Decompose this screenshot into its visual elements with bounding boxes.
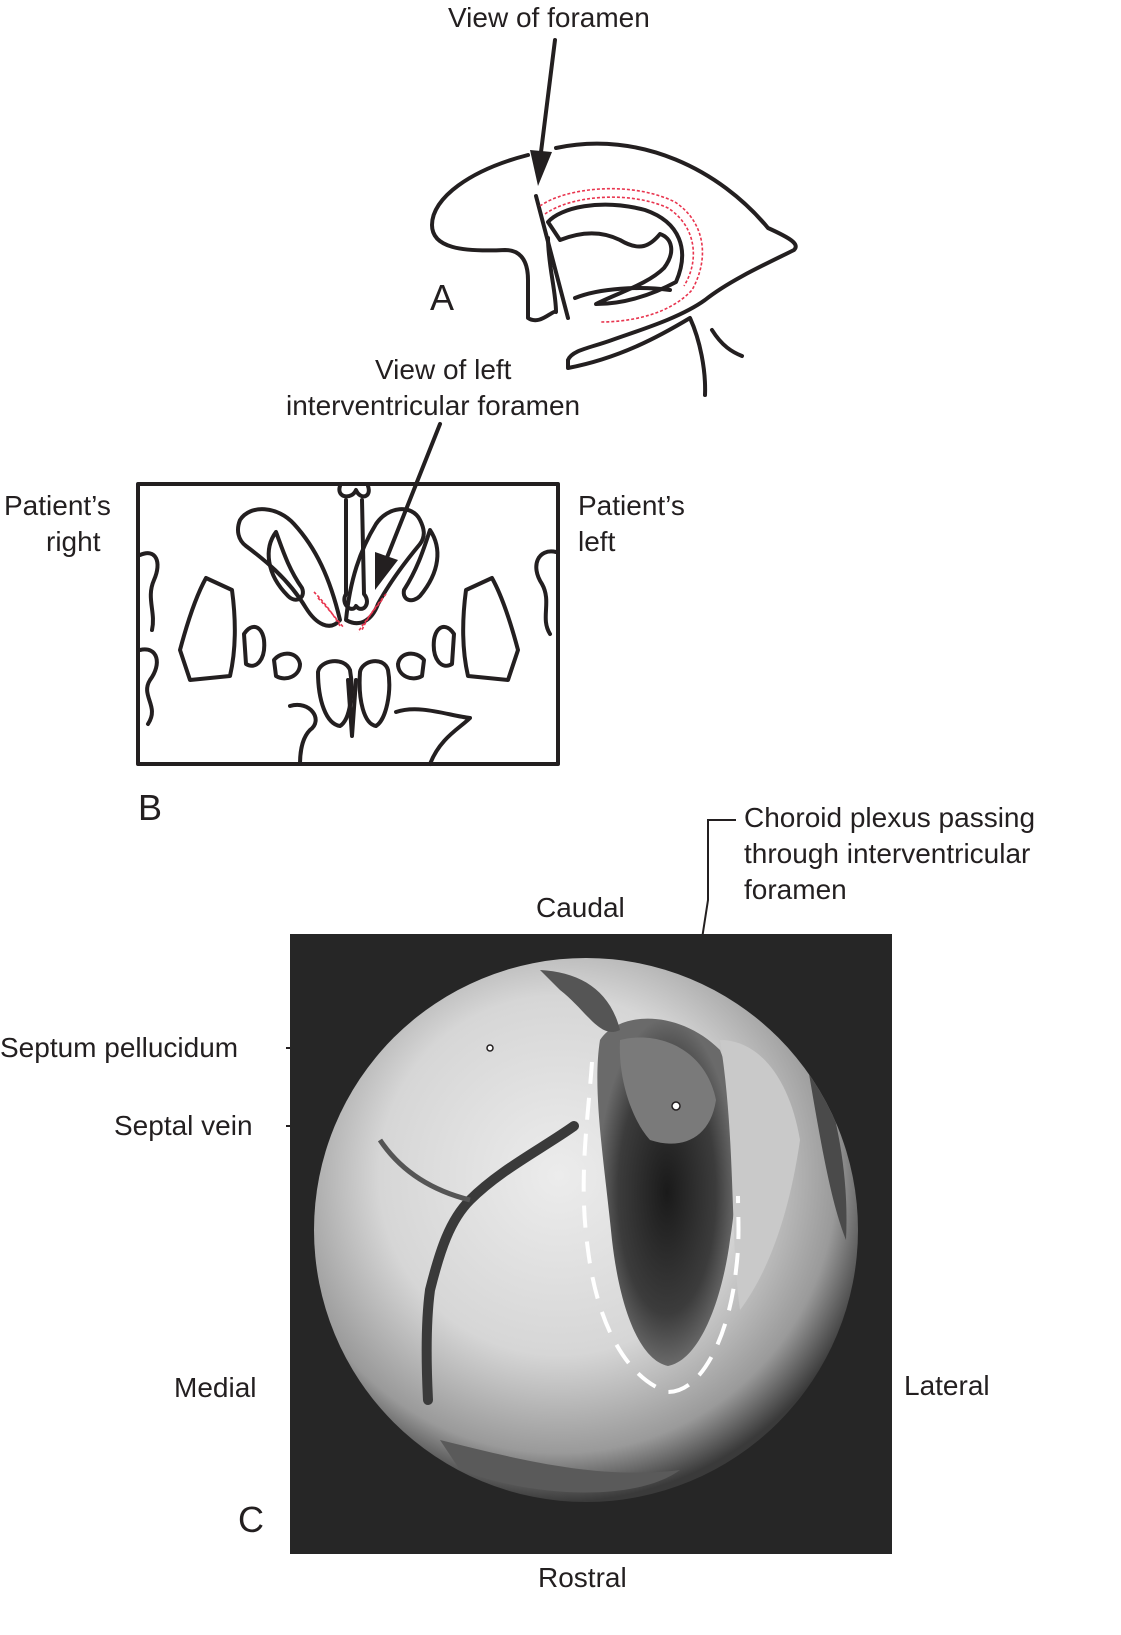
optic-tract-right bbox=[288, 702, 318, 766]
section-frame bbox=[136, 482, 560, 766]
midline-slit bbox=[346, 678, 358, 738]
right-putamen bbox=[178, 576, 237, 682]
medial-label: Medial bbox=[174, 1372, 257, 1403]
left-temporal-edge-2 bbox=[138, 647, 159, 726]
coronal-section-sketch bbox=[136, 422, 560, 766]
right-temporal-edge bbox=[534, 549, 558, 636]
rostral-label: Rostral bbox=[538, 1562, 627, 1593]
choroid-plexus-b-left bbox=[361, 593, 387, 631]
lower-shadow bbox=[440, 1440, 680, 1493]
left-caudate bbox=[401, 528, 440, 603]
right-lateral-ventricle bbox=[236, 507, 342, 628]
brain-outline bbox=[430, 153, 558, 323]
brainstem-line bbox=[710, 328, 744, 358]
choroid-plexus-label-line2: through interventricular bbox=[744, 838, 1031, 869]
left-foramen-arrowhead bbox=[375, 552, 398, 590]
left-foramen-arrow bbox=[384, 422, 442, 562]
patient-right-label-line2: right bbox=[46, 526, 101, 557]
third-ventricle-pair-2 bbox=[357, 659, 392, 728]
left-temporal-edge bbox=[138, 551, 160, 632]
upper-shadow bbox=[540, 970, 620, 1032]
interhemispheric-notch bbox=[337, 484, 371, 499]
left-small-nucleus bbox=[396, 651, 426, 681]
panel-c-letter: C bbox=[238, 1499, 264, 1540]
septal-vein bbox=[421, 1121, 579, 1405]
patient-right-label-line1: Patient’s bbox=[4, 490, 111, 521]
left-lateral-ventricle bbox=[344, 507, 426, 626]
lateral-wall bbox=[720, 1040, 800, 1310]
right-small-nucleus bbox=[272, 651, 302, 681]
septal-vein-branch bbox=[377, 1138, 471, 1203]
septum-pellucidum-label: Septum pellucidum bbox=[0, 1032, 239, 1063]
choroid-plexus-label-line1: Choroid plexus passing bbox=[744, 802, 1036, 833]
patient-left-label-line2: left bbox=[578, 526, 616, 557]
choroid-plexus-label-line3: foramen bbox=[744, 874, 847, 905]
lateral-ventricle bbox=[546, 202, 685, 306]
left-globus bbox=[431, 624, 456, 668]
view-of-foramen-label: View of foramen bbox=[448, 2, 650, 33]
ventricle-inner bbox=[573, 286, 672, 300]
choroid-plexus-a bbox=[539, 187, 704, 323]
section-cut-line bbox=[534, 194, 570, 320]
septum-column bbox=[342, 498, 369, 611]
septal-vein-label: Septal vein bbox=[114, 1110, 253, 1141]
view-of-left-foramen-label-line1: View of left bbox=[375, 354, 512, 385]
panel-a-letter: A bbox=[430, 277, 455, 318]
choroid-plexus-a-inner bbox=[544, 196, 695, 287]
caudal-label: Caudal bbox=[536, 892, 625, 923]
choroid-plexus-tuft bbox=[619, 1037, 716, 1144]
left-putamen bbox=[461, 576, 520, 682]
panel-b-letter: B bbox=[138, 787, 163, 828]
choroid-plexus-b-right-2 bbox=[317, 597, 345, 629]
view-of-left-foramen-label-line2: interventricular foramen bbox=[286, 390, 581, 421]
patient-left-label-line1: Patient’s bbox=[578, 490, 685, 521]
foramen-arrowhead bbox=[530, 150, 552, 186]
lateral-label: Lateral bbox=[904, 1370, 990, 1401]
brain-sagittal-sketch bbox=[430, 38, 798, 397]
foramen-dashed-outline bbox=[581, 1061, 741, 1395]
brain-outline-rear bbox=[554, 141, 798, 397]
choroid-plexus-b-left-2 bbox=[357, 599, 383, 633]
septum-callout-dot bbox=[486, 1044, 494, 1052]
choroid-callout-dot bbox=[671, 1101, 681, 1111]
right-globus bbox=[242, 624, 267, 668]
optic-tract-left bbox=[394, 707, 472, 766]
right-caudate bbox=[266, 530, 305, 602]
foramen-arrow bbox=[538, 38, 557, 162]
